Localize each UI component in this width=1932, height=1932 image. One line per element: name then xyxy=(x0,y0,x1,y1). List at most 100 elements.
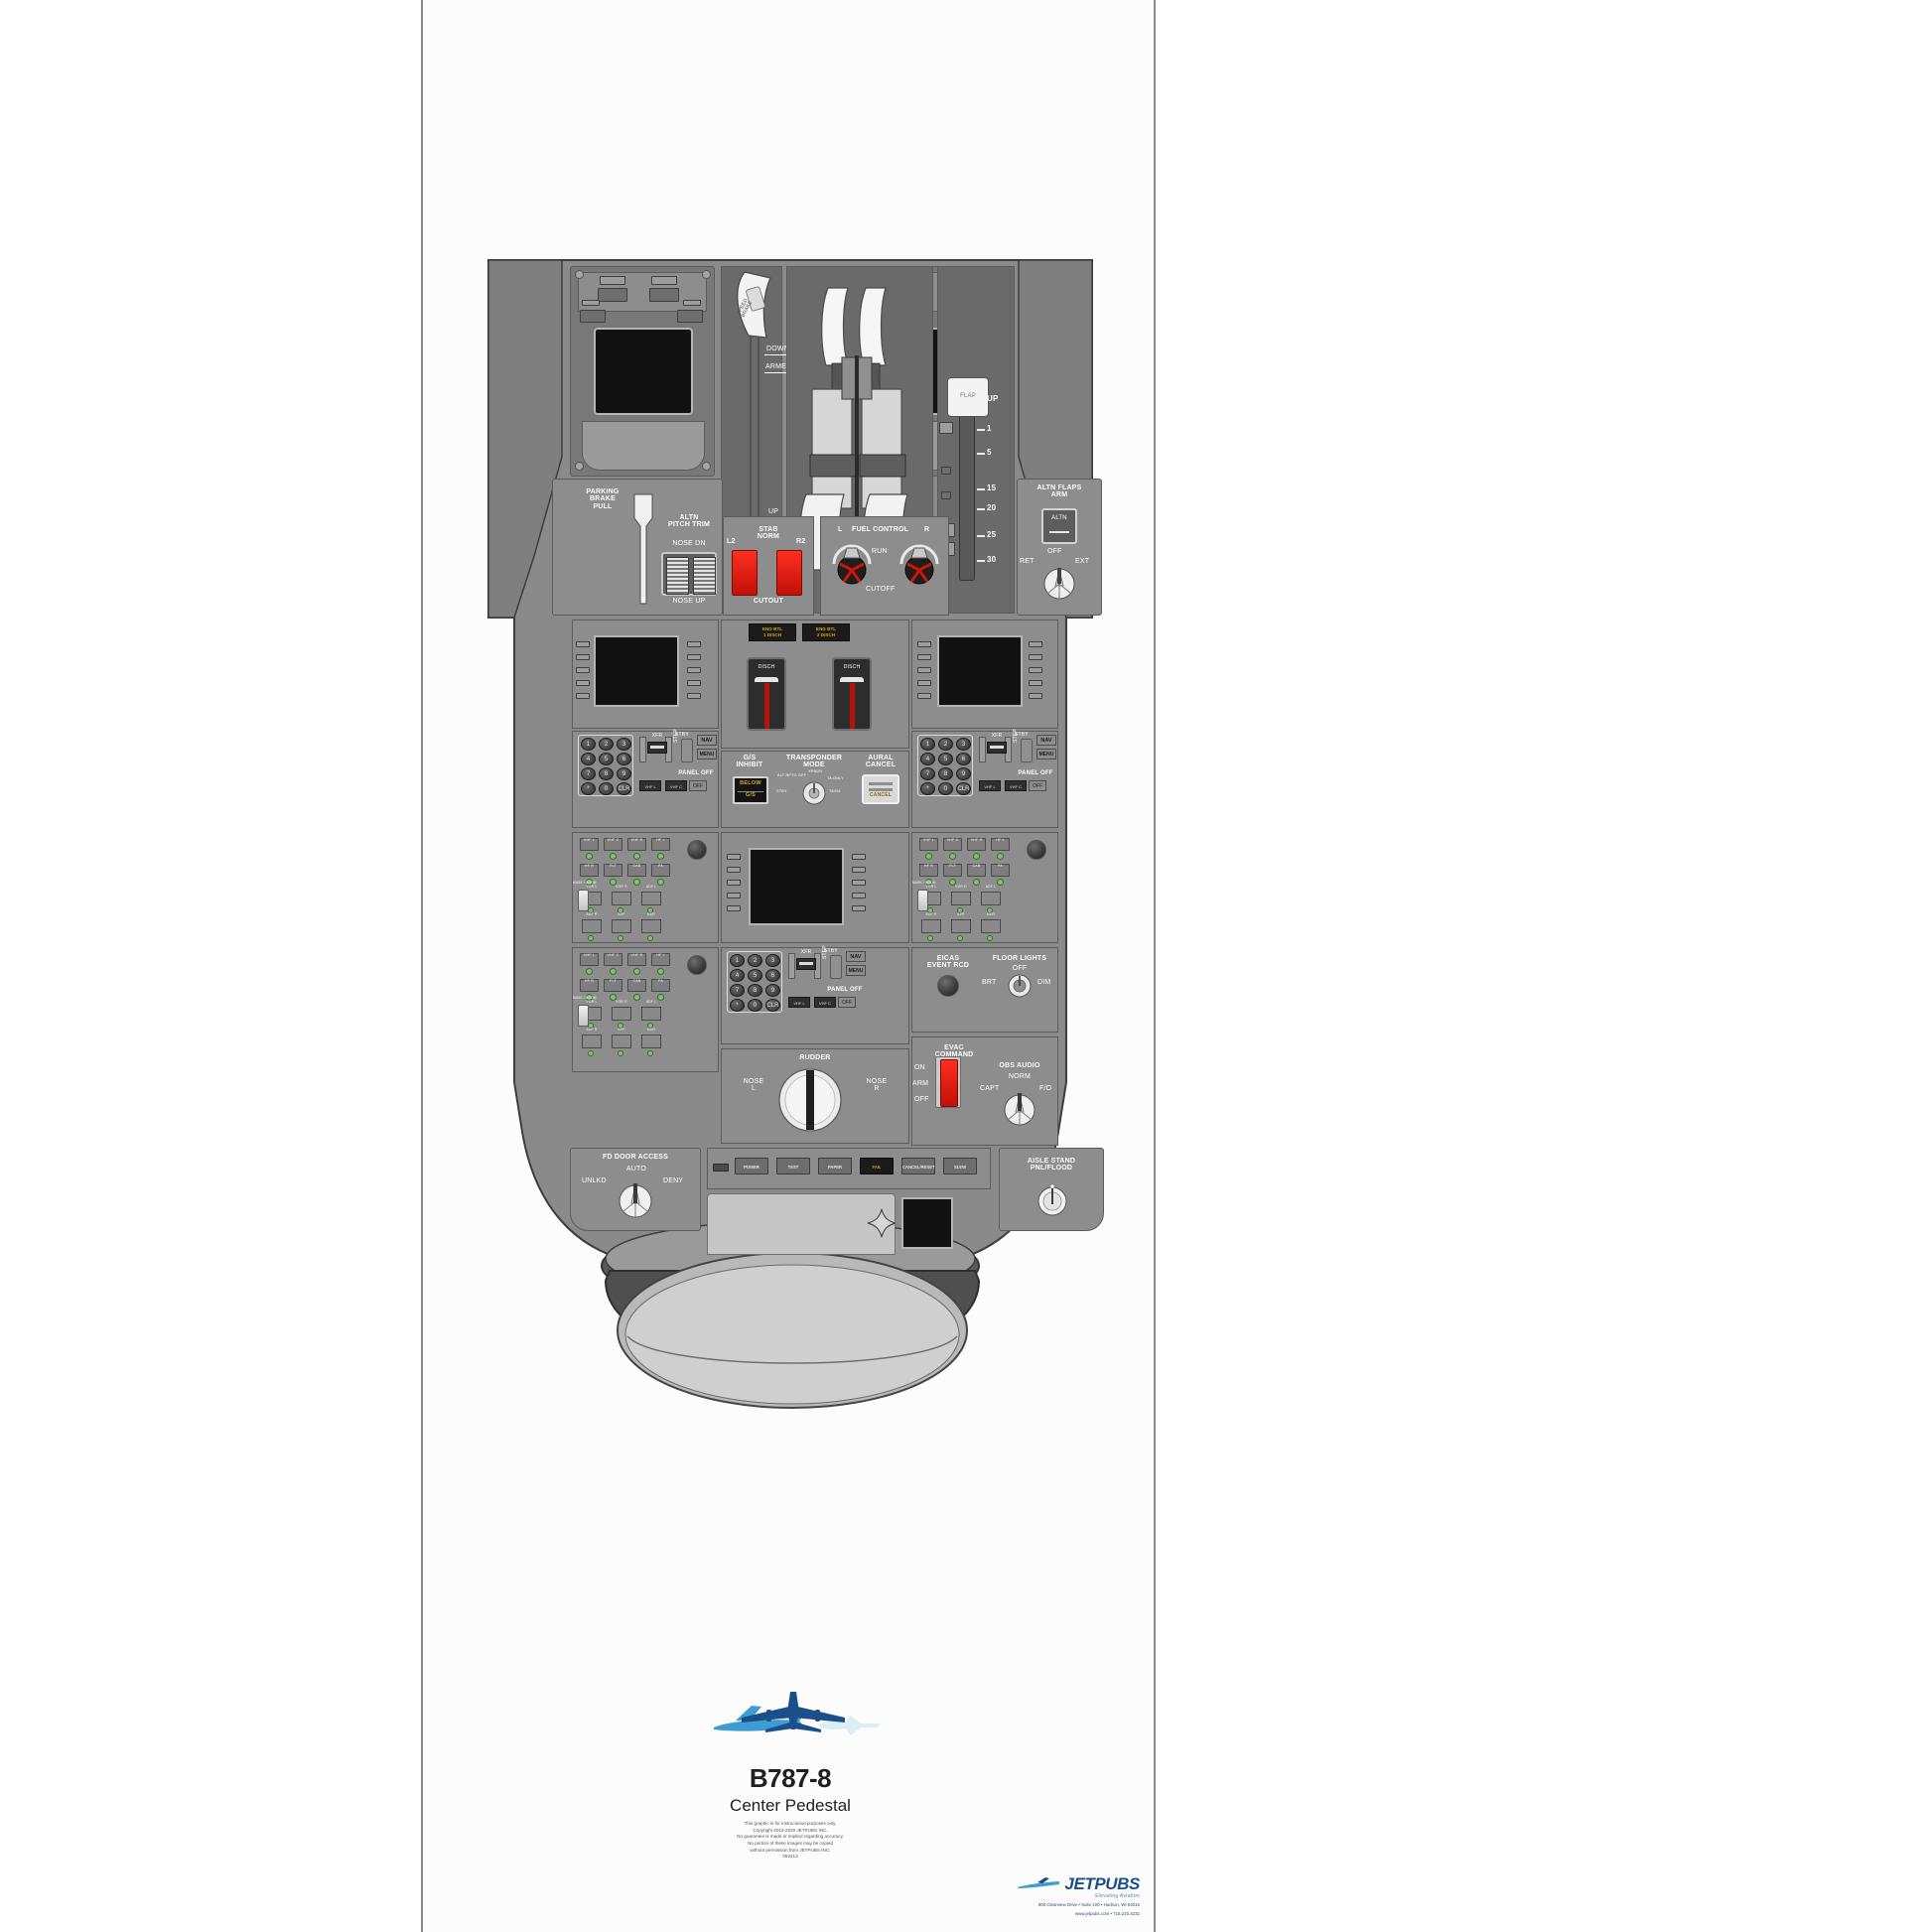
display-softkey-r4[interactable] xyxy=(852,905,866,911)
upper-btn-l3[interactable] xyxy=(598,288,627,302)
rtp-key-4[interactable]: 4 xyxy=(581,753,596,765)
upper-btn-l1[interactable] xyxy=(600,276,625,285)
acp-nav-light-APP[interactable] xyxy=(618,935,623,941)
rtp-menu-button[interactable]: MENU xyxy=(1036,749,1056,759)
display-softkey-l1[interactable] xyxy=(576,654,590,660)
acp-mic-PA[interactable] xyxy=(991,864,1010,877)
stab-cutout-switch-l2[interactable] xyxy=(732,550,758,596)
printer-button-power[interactable]: POWER xyxy=(735,1158,768,1174)
floor-lights-knob[interactable] xyxy=(1007,973,1033,999)
acp-rcv-light-PA[interactable] xyxy=(657,994,664,1001)
rtp-key-1[interactable]: 1 xyxy=(581,738,596,751)
acp-mic-PA[interactable] xyxy=(651,864,670,877)
acp-rcv-light-FLT[interactable] xyxy=(610,879,617,886)
rtp-key-4[interactable]: 4 xyxy=(920,753,935,765)
rudder-trim-knob[interactable] xyxy=(776,1066,844,1134)
display-softkey-l3[interactable] xyxy=(576,680,590,686)
acp-mic-HF L[interactable] xyxy=(651,838,670,851)
rtp-tune-bar-left[interactable] xyxy=(788,953,795,979)
display-softkey-l3[interactable] xyxy=(727,893,741,898)
rtp-key-7[interactable]: 7 xyxy=(581,767,596,780)
fire-handle-left[interactable]: DISCH xyxy=(747,657,786,731)
rtp-off-button[interactable]: OFF xyxy=(689,780,707,791)
rtp-step-switch[interactable] xyxy=(1021,739,1033,762)
rtp-off-button[interactable]: OFF xyxy=(838,997,856,1008)
acp-rcv-light-CAB[interactable] xyxy=(633,994,640,1001)
printer-button-slew[interactable]: SLEW xyxy=(943,1158,977,1174)
acp-mic-VHF L[interactable] xyxy=(580,953,599,966)
rtp-key-3[interactable]: 3 xyxy=(765,954,780,967)
printer-button-cancel-reset[interactable]: CANCEL/RESET xyxy=(901,1158,935,1174)
acp-rcv-light-VHF L[interactable] xyxy=(586,968,593,975)
tray-display[interactable] xyxy=(901,1197,953,1249)
display-softkey-l4[interactable] xyxy=(917,693,931,699)
acp-mic-VHF C[interactable] xyxy=(943,838,962,851)
acp-mic-PA[interactable] xyxy=(651,979,670,992)
display-softkey-r1[interactable] xyxy=(687,654,701,660)
acp-nav-APP[interactable] xyxy=(951,919,971,933)
acp-mic-VHF C[interactable] xyxy=(604,838,622,851)
acp-volume-knob[interactable] xyxy=(687,840,707,860)
evac-guard[interactable] xyxy=(935,1056,961,1108)
acp-nav-light-VOR R[interactable] xyxy=(618,1023,623,1029)
display-softkey-l1[interactable] xyxy=(917,654,931,660)
display-softkey-l0[interactable] xyxy=(917,641,931,647)
display-softkey-r2[interactable] xyxy=(687,667,701,673)
display-softkey-r1[interactable] xyxy=(852,867,866,873)
acp-mic-HF R[interactable] xyxy=(919,864,938,877)
rtp-key-2[interactable]: 2 xyxy=(599,738,614,751)
rtp-key-CLR[interactable]: CLR xyxy=(765,999,780,1012)
display-softkey-r0[interactable] xyxy=(852,854,866,860)
fuel-control-switch-right[interactable] xyxy=(897,540,941,588)
eicas-event-rcd-button[interactable] xyxy=(937,975,959,997)
acp-mic-HF R[interactable] xyxy=(580,864,599,877)
acp-rcv-light-HF R[interactable] xyxy=(586,994,593,1001)
display-softkey-r3[interactable] xyxy=(852,893,866,898)
display-softkey-l0[interactable] xyxy=(576,641,590,647)
acp-nav-ADF R[interactable] xyxy=(582,919,602,933)
rtp-key-2[interactable]: 2 xyxy=(938,738,953,751)
printer-button-test[interactable]: TEST xyxy=(776,1158,810,1174)
upper-btn-l2[interactable] xyxy=(651,276,677,285)
acp-nav-light-ADF L[interactable] xyxy=(647,907,653,913)
acp-nav-APP[interactable] xyxy=(612,919,631,933)
acp-mic-VHF R[interactable] xyxy=(627,838,646,851)
cursor-control-icon[interactable] xyxy=(866,1207,897,1239)
display-softkey-l1[interactable] xyxy=(727,867,741,873)
acp-rcv-light-VHF R[interactable] xyxy=(633,853,640,860)
rtp-key-6[interactable]: 6 xyxy=(765,969,780,982)
acp-rcv-light-CAB[interactable] xyxy=(973,879,980,886)
acp-nav-ADF L[interactable] xyxy=(641,892,661,905)
acp-nav-light-APP[interactable] xyxy=(957,935,963,941)
rtp-key-*[interactable]: * xyxy=(920,782,935,795)
acp-nav-light-MKR[interactable] xyxy=(647,935,653,941)
upper-btn-l8[interactable] xyxy=(677,310,703,323)
acp-mic-VHF C[interactable] xyxy=(604,953,622,966)
acp-nav-ADF R[interactable] xyxy=(582,1035,602,1048)
acp-mask-boom-switch[interactable] xyxy=(578,890,589,911)
altn-pitch-trim-switch[interactable] xyxy=(661,552,717,596)
acp-rcv-light-VHF R[interactable] xyxy=(973,853,980,860)
acp-nav-ADF R[interactable] xyxy=(921,919,941,933)
upper-btn-l6[interactable] xyxy=(683,300,701,306)
transponder-mode-knob[interactable] xyxy=(801,780,827,806)
acp-rcv-light-VHF C[interactable] xyxy=(949,853,956,860)
printer-button-fail[interactable]: FAIL xyxy=(860,1158,894,1174)
rtp-key-8[interactable]: 8 xyxy=(748,984,762,997)
rtp-nav-button[interactable]: NAV xyxy=(697,735,717,746)
acp-rcv-light-VHF R[interactable] xyxy=(633,968,640,975)
center-mfd-display[interactable] xyxy=(749,848,844,925)
acp-nav-light-ADF R[interactable] xyxy=(927,935,933,941)
obs-audio-knob[interactable] xyxy=(1000,1090,1039,1130)
rtp-nav-button[interactable]: NAV xyxy=(846,951,866,962)
rtp-step-switch[interactable] xyxy=(830,955,842,979)
acp-volume-knob[interactable] xyxy=(1027,840,1046,860)
display-softkey-l2[interactable] xyxy=(576,667,590,673)
rtp-key-4[interactable]: 4 xyxy=(730,969,745,982)
acp-rcv-light-FLT[interactable] xyxy=(610,994,617,1001)
acp-nav-light-MKR[interactable] xyxy=(987,935,993,941)
acp-mic-CAB[interactable] xyxy=(967,864,986,877)
rtp-nav-button[interactable]: NAV xyxy=(1036,735,1056,746)
fire-handle-right[interactable]: DISCH xyxy=(832,657,872,731)
